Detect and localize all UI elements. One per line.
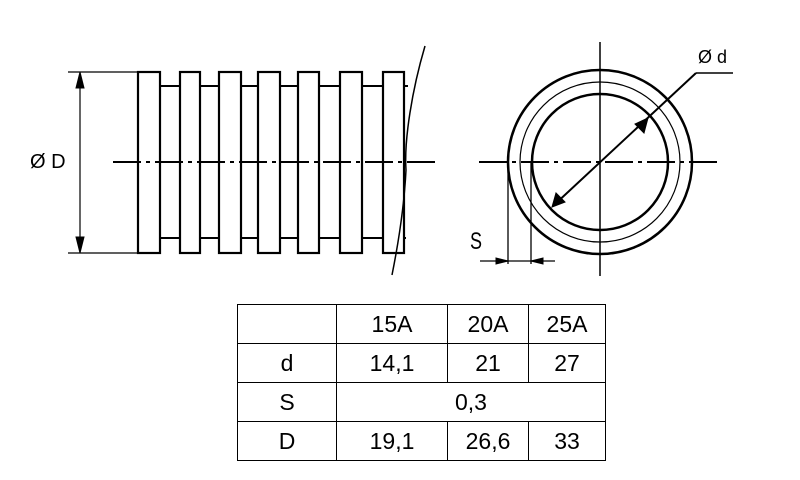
table-cell: 14,1 <box>336 343 448 383</box>
row-label: D <box>237 421 337 461</box>
table-row: D 19,1 26,6 33 <box>237 421 606 461</box>
table-header-cell: 15A <box>336 304 448 344</box>
table-header-row: 15A 20A 25A <box>237 304 606 344</box>
arrow-icon <box>551 192 566 208</box>
row-label: d <box>237 343 337 383</box>
arrow-up-icon <box>75 71 85 89</box>
table-header-cell: 25A <box>528 304 606 344</box>
arrow-right-icon <box>495 257 509 265</box>
table-header-cell: 20A <box>447 304 529 344</box>
table-cell: 19,1 <box>336 421 448 461</box>
table-row: S 0,3 <box>237 382 606 422</box>
side-view <box>68 45 436 276</box>
inner-diameter-label: Ø d <box>698 47 728 67</box>
table-cell-merged: 0,3 <box>336 382 606 422</box>
break-line <box>391 45 426 276</box>
table-cell: 33 <box>528 421 606 461</box>
table-cell: 26,6 <box>447 421 529 461</box>
table-row: d 14,1 21 27 <box>237 343 606 383</box>
table-cell <box>237 304 337 344</box>
dimensions-table: 15A 20A 25A d 14,1 21 27 S 0,3 D 19,1 26… <box>237 304 606 461</box>
dimension-line-d <box>552 72 697 207</box>
table-cell: 27 <box>528 343 606 383</box>
row-label: S <box>237 382 337 422</box>
outer-diameter-label: Ø D <box>30 151 66 173</box>
arrow-left-icon <box>530 257 544 265</box>
end-view <box>479 42 733 276</box>
arrow-down-icon <box>75 236 85 254</box>
table-cell: 21 <box>447 343 529 383</box>
arrow-icon <box>634 117 649 134</box>
wall-thickness-label: S <box>470 228 483 255</box>
